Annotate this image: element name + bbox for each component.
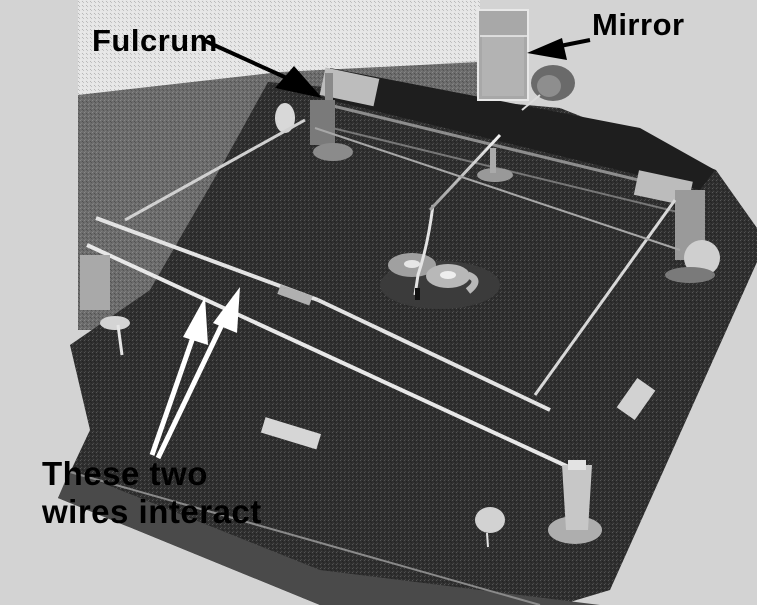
wires-label-line-2: wires interact xyxy=(42,493,262,530)
name-plate-right xyxy=(616,377,656,421)
wires-label-line-1: These two xyxy=(42,455,208,492)
center-support xyxy=(477,148,513,182)
mirror-label: Mirror xyxy=(592,7,685,42)
right-bracket xyxy=(633,170,720,283)
rear-bar xyxy=(330,68,715,190)
leveling-knob xyxy=(475,507,505,548)
base-plate-edge xyxy=(58,470,600,605)
central-turntable xyxy=(380,204,500,309)
mirror xyxy=(477,9,575,111)
fulcrum-label: Fulcrum xyxy=(92,23,218,58)
wires-interact-label: These two wires interact xyxy=(42,455,262,531)
left-front-leg xyxy=(80,255,130,356)
fulcrum-block xyxy=(275,67,380,161)
torsion-rod xyxy=(428,133,502,212)
frame-rods xyxy=(86,118,681,472)
mirror-arrow xyxy=(527,38,591,60)
fulcrum-arrow xyxy=(202,38,322,98)
wire-arrows xyxy=(149,287,240,460)
right-front-leg xyxy=(548,460,602,544)
name-plate-front xyxy=(260,417,322,450)
